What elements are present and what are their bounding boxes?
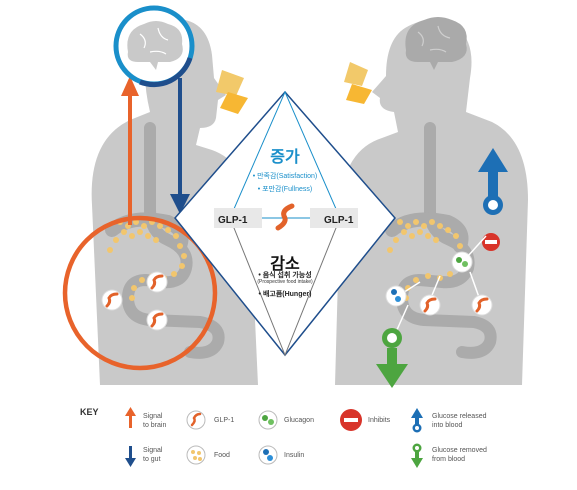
right-person bbox=[335, 20, 528, 385]
right-stomach bbox=[385, 212, 469, 253]
key-label-signal-to-gut: Signal to gut bbox=[143, 446, 162, 464]
left-glp1-cell-1 bbox=[146, 271, 168, 293]
key-title: KEY bbox=[80, 407, 99, 417]
key-label-glucose-removed: Glucose removed from blood bbox=[432, 446, 487, 464]
key-label-line: Insulin bbox=[284, 452, 305, 459]
key-label-inhibits: Inhibits bbox=[368, 416, 390, 425]
key-insulin-icon bbox=[258, 445, 278, 465]
inhibits-icon-right bbox=[482, 233, 500, 251]
increase-title: 증가 bbox=[270, 149, 300, 166]
glp-right-box bbox=[310, 208, 358, 228]
key-label-food: Food bbox=[214, 451, 230, 460]
decrease-item-food-intake-en: (Prospective food intake) bbox=[257, 279, 313, 285]
key-label-glucagon: Glucagon bbox=[284, 416, 314, 425]
key-label-line: into blood bbox=[432, 422, 463, 429]
signal-to-brain-arrowhead bbox=[121, 76, 139, 96]
key-glucose-removed-icon bbox=[411, 443, 423, 468]
key-label-signal-to-brain: Signal to brain bbox=[143, 412, 166, 430]
right-brain-icon bbox=[405, 17, 467, 70]
glp1-label-left: GLP-1 bbox=[218, 215, 248, 226]
key-label-line: Glucagon bbox=[284, 417, 314, 424]
right-glp1-cell-1 bbox=[419, 294, 441, 316]
glp1-label-right: GLP-1 bbox=[324, 215, 354, 226]
decrease-title: 감소 bbox=[270, 256, 300, 273]
key-glucagon-icon bbox=[258, 410, 278, 430]
right-glp1-cell-2 bbox=[471, 294, 493, 316]
left-cheese-icon bbox=[216, 70, 248, 114]
key-glucose-released-icon bbox=[411, 408, 423, 433]
key-food-icon bbox=[186, 445, 206, 465]
glp-left-box bbox=[214, 208, 262, 228]
key-label-line: Glucose released bbox=[432, 413, 487, 420]
glucose-released-icon bbox=[478, 148, 508, 215]
key-label-insulin: Insulin bbox=[284, 451, 304, 460]
key-label-line: to brain bbox=[143, 422, 167, 429]
left-glp1-cell-3 bbox=[146, 309, 168, 331]
decrease-item-food-intake: • 음식 섭취 가능성 bbox=[258, 272, 312, 279]
gut-focus-circle bbox=[62, 215, 218, 371]
left-brain-icon bbox=[127, 21, 183, 70]
decrease-item-hunger: • 배고픔(Hunger) bbox=[258, 291, 312, 298]
left-glp1-cell-2 bbox=[101, 289, 123, 311]
left-gut-outline bbox=[121, 122, 225, 359]
key-label-line: Signal bbox=[143, 413, 163, 420]
increase-item-fullness: • 포만감(Fullness) bbox=[257, 186, 313, 193]
key-label-line: to gut bbox=[143, 456, 161, 463]
key-glp1-icon bbox=[186, 410, 206, 430]
signal-to-gut-arrowhead bbox=[170, 194, 190, 214]
key-label-line: from blood bbox=[432, 456, 466, 463]
right-signal-lines bbox=[395, 235, 487, 333]
key-signal-to-brain-icon bbox=[125, 407, 136, 428]
glucose-removed-icon bbox=[376, 328, 408, 388]
key-label-line: Inhibits bbox=[368, 417, 391, 424]
increase-item-satisfaction: • 만족감(Satisfaction) bbox=[252, 173, 318, 180]
key-label-line: Food bbox=[214, 452, 230, 459]
key-signal-to-gut-icon bbox=[125, 446, 136, 467]
key-label-line: Signal bbox=[143, 447, 163, 454]
key-label-glp1: GLP-1 bbox=[214, 416, 234, 425]
key-label-line: Glucose removed bbox=[432, 447, 487, 454]
key-label-line: GLP-1 bbox=[214, 417, 235, 424]
right-cheese-icon bbox=[344, 62, 372, 104]
center-glp1-icon bbox=[275, 203, 295, 231]
key-label-glucose-released: Glucose released into blood bbox=[432, 412, 486, 430]
glucagon-cell-right bbox=[451, 251, 473, 273]
key-inhibits-icon bbox=[340, 409, 362, 431]
brain-focus-ring-dark bbox=[139, 57, 193, 88]
insulin-cell-right bbox=[385, 285, 407, 307]
right-gut-outline bbox=[395, 122, 497, 359]
